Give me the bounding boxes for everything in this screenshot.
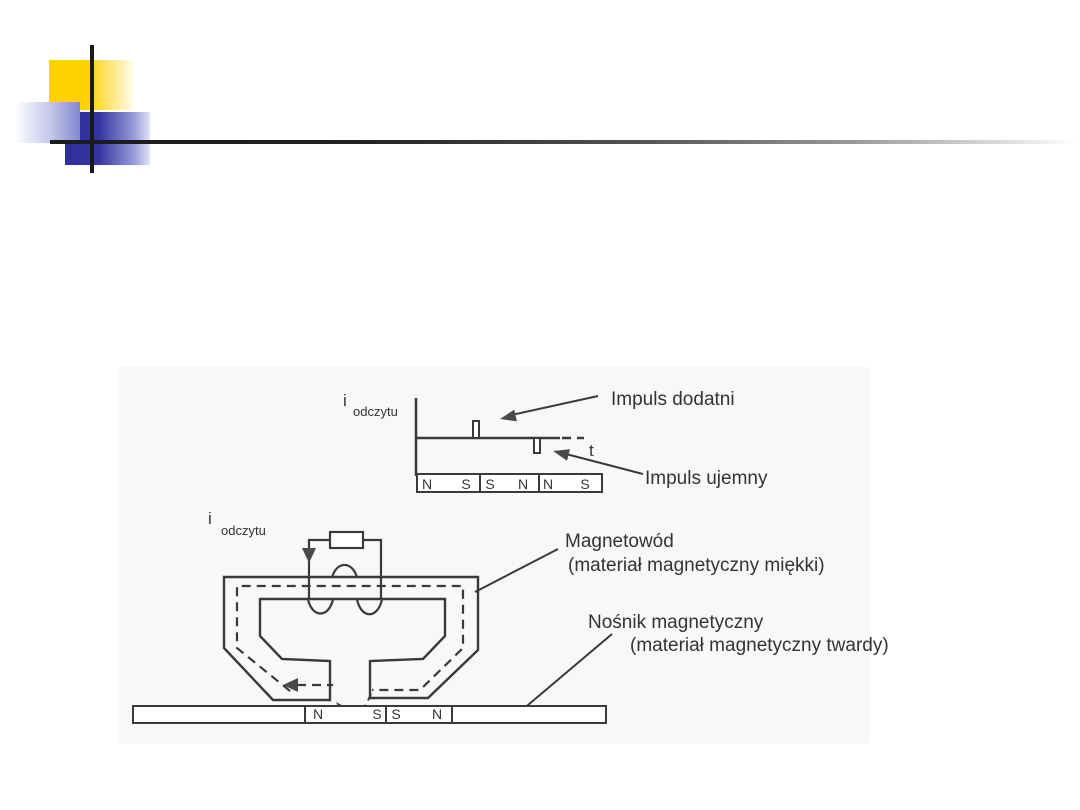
core-label-line1: Magnetowód [565, 531, 674, 552]
core-pointer-line [474, 548, 559, 593]
resistor [328, 530, 365, 550]
plot-strip-cell: S [580, 476, 589, 492]
plot-strip-dividers [479, 474, 540, 492]
positive-pulse [472, 420, 480, 439]
wire-right [363, 538, 383, 598]
plot-strip-cell: S [485, 476, 494, 492]
core-outline [222, 575, 480, 702]
medium-label-line1: Nośnik magnetyczny [588, 612, 764, 633]
plot-strip-cell: N [518, 476, 528, 492]
medium-strip-outline [132, 705, 607, 724]
decor-horizontal-line [50, 140, 1078, 144]
decor-vertical-line [90, 45, 94, 173]
medium-strip-cell: S [372, 706, 381, 722]
plot-t-label: t [589, 441, 594, 460]
flux-path-loop [235, 584, 465, 692]
medium-label-line2: (materiał magnetyczny twardy) [630, 635, 889, 656]
positive-pulse-label: Impuls dodatni [611, 389, 735, 410]
medium-strip-cell: N [313, 706, 323, 722]
flux-arrowhead-left-icon [283, 678, 298, 692]
negative-pulse-label: Impuls ujemny [645, 468, 768, 489]
negative-pulse-pointer-line [565, 453, 644, 475]
plot-strip-cell: S [461, 476, 470, 492]
plot-strip-cell: N [543, 476, 553, 492]
medium-strip-cell: S [391, 706, 400, 722]
medium-strip-cell: N [432, 706, 442, 722]
scanned-figure-background [118, 366, 870, 744]
plot-y-axis-label: i [343, 391, 347, 410]
coil-turn-bottom-left [306, 598, 335, 615]
plot-strip-cell: N [422, 476, 432, 492]
coil-turn-bottom-right [355, 598, 384, 616]
plot-strip-outline [416, 473, 603, 493]
negative-pulse [533, 437, 541, 454]
read-head-diagram: i odczytu Magnetowód (materia [132, 509, 889, 724]
core-label-line2: (materiał magnetyczny miękki) [568, 555, 825, 576]
head-current-sublabel: odczytu [221, 523, 266, 538]
plot-magnet-strip: N S S N N S [416, 473, 603, 493]
wire-left [307, 538, 330, 598]
positive-pulse-arrowhead-icon [500, 409, 517, 422]
decor-lavender-square [16, 102, 80, 143]
plot-y-axis-sublabel: odczytu [353, 404, 398, 419]
pulse-plot: i odczytu t Impuls dodatni Impuls ujemny [343, 389, 768, 493]
head-current-label: i [208, 509, 212, 528]
negative-pulse-arrowhead-icon [553, 449, 570, 461]
medium-strip-dividers [304, 706, 453, 723]
medium-pointer-line [514, 633, 613, 717]
coil-turn-top [330, 563, 359, 579]
positive-pulse-pointer-line [506, 395, 599, 417]
current-direction-arrowhead-icon [302, 548, 316, 563]
medium-strip: N S S N [132, 705, 607, 724]
